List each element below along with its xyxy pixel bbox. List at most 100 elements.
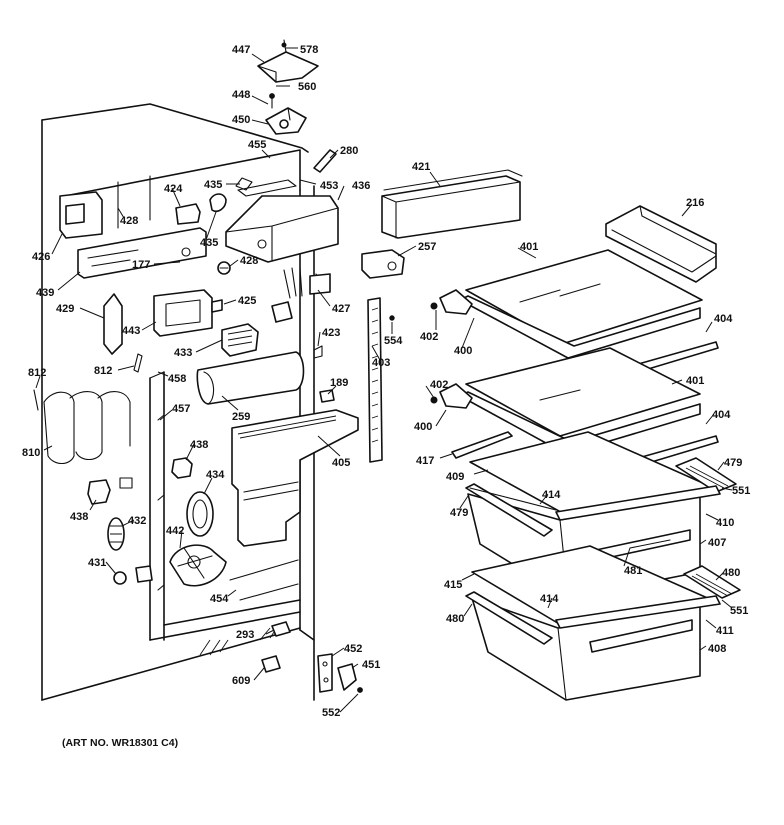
callout: 457 xyxy=(172,403,190,415)
part-403-rail xyxy=(367,297,383,463)
callout: 425 xyxy=(238,295,256,307)
callout: 609 xyxy=(232,675,250,687)
part-428-knob xyxy=(217,261,231,275)
callout: 480 xyxy=(446,613,464,625)
callout: 812 xyxy=(94,365,112,377)
callout: 432 xyxy=(128,515,146,527)
callout: 411 xyxy=(716,625,734,637)
part-429-clip xyxy=(103,293,123,355)
part-424-switch xyxy=(175,203,201,225)
part-401-shelf-upper xyxy=(459,249,703,359)
callout: 424 xyxy=(164,183,183,195)
part-410-drawer-front-upper xyxy=(555,485,721,521)
callout: 400 xyxy=(454,345,472,357)
callout: 434 xyxy=(206,469,225,481)
callout: 435 xyxy=(200,237,218,249)
callout: 551 xyxy=(732,485,750,497)
callout: 447 xyxy=(232,44,250,56)
callout: 479 xyxy=(724,457,742,469)
part-452-hinge xyxy=(317,653,333,693)
callout: 404 xyxy=(714,313,733,325)
callout: 259 xyxy=(232,411,250,423)
callout: 454 xyxy=(210,593,229,605)
callout: 450 xyxy=(232,114,250,126)
callout: 402 xyxy=(430,379,448,391)
callout: 436 xyxy=(352,180,370,192)
part-443-cover xyxy=(153,289,213,337)
part-423-screw xyxy=(313,345,323,359)
callout: 431 xyxy=(88,557,106,569)
callout: 280 xyxy=(340,145,358,157)
part-480-slide-right xyxy=(683,565,741,599)
callout: 812 xyxy=(28,367,46,379)
callout: 403 xyxy=(372,357,390,369)
callout: 554 xyxy=(384,335,403,347)
callout: 428 xyxy=(240,255,258,267)
callout: 458 xyxy=(168,373,186,385)
part-408-drawer-lower xyxy=(465,591,701,701)
callout: 404 xyxy=(712,409,731,421)
callout: 442 xyxy=(166,525,184,537)
callout: 407 xyxy=(708,537,726,549)
callout: 452 xyxy=(344,643,362,655)
part-431-socket xyxy=(113,565,153,585)
callout: 293 xyxy=(236,629,254,641)
part-402-shelf-support-lower xyxy=(430,383,473,409)
callout: 448 xyxy=(232,89,250,101)
callout: 455 xyxy=(248,139,266,151)
callout: 438 xyxy=(70,511,88,523)
part-479-slide-right xyxy=(675,457,737,493)
part-257-timer xyxy=(361,249,405,279)
part-436-duct xyxy=(225,179,339,263)
callout: 400 xyxy=(414,421,432,433)
callout: 429 xyxy=(56,303,74,315)
callout: 408 xyxy=(708,643,726,655)
callout: 216 xyxy=(686,197,704,209)
part-411-drawer-front-lower xyxy=(555,595,721,629)
callout: 423 xyxy=(322,327,340,339)
part-552-screw xyxy=(357,687,363,693)
callout: 578 xyxy=(300,44,318,56)
part-448-housing xyxy=(265,93,307,135)
part-293-clip xyxy=(271,621,291,637)
callout: 481 xyxy=(624,565,642,577)
callout-labels: 447 578 448 560 450 455 280 421 453 436 … xyxy=(22,44,750,719)
part-216-bin xyxy=(605,205,717,283)
callout: 438 xyxy=(190,439,208,451)
callout: 443 xyxy=(122,325,140,337)
callout: 189 xyxy=(330,377,348,389)
part-432-bulb xyxy=(107,517,125,551)
callout: 401 xyxy=(520,241,538,253)
part-427-harness xyxy=(271,267,331,323)
part-280-clip xyxy=(313,149,337,173)
callout: 479 xyxy=(450,507,468,519)
callout: 257 xyxy=(418,241,436,253)
part-421-rail xyxy=(381,169,523,239)
art-number: (ART NO. WR18301 C4) xyxy=(62,737,178,749)
callout: 552 xyxy=(322,707,340,719)
part-433-damper xyxy=(221,323,259,357)
part-405-evaporator-cover xyxy=(231,409,359,547)
callout: 428 xyxy=(120,215,138,227)
callout: 414 xyxy=(542,489,561,501)
part-414-frame xyxy=(469,487,557,511)
callout: 402 xyxy=(420,331,438,343)
part-402-shelf-support-upper xyxy=(430,289,473,315)
part-435-bulb xyxy=(209,177,253,213)
callout: 427 xyxy=(332,303,350,315)
callout: 453 xyxy=(320,180,338,192)
callout: 451 xyxy=(362,659,380,671)
part-189-clip xyxy=(319,389,335,403)
callout: 421 xyxy=(412,161,430,173)
part-442-fan xyxy=(169,544,227,587)
callout: 433 xyxy=(174,347,192,359)
part-810-evaporator xyxy=(33,389,131,465)
part-438-connector xyxy=(87,457,193,505)
part-417-rail xyxy=(451,431,513,459)
callout: 439 xyxy=(36,287,54,299)
part-812-clip xyxy=(133,353,143,373)
leader-lines xyxy=(35,47,733,713)
callout: 417 xyxy=(416,455,434,467)
part-434-grommet xyxy=(186,491,214,537)
